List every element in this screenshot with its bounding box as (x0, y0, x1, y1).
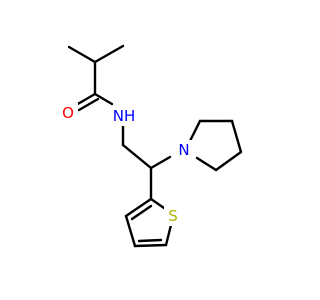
thiophene-bond-c3-c2-inner (130, 204, 153, 221)
amide-n-label-bg (106, 106, 142, 126)
thiophene-bond-c2-s (149, 197, 166, 210)
thiophene-bond-c3-c2 (124, 197, 153, 218)
pyrrolidine-bond-3 (230, 119, 243, 154)
pyrrolidine-n-atom-label: N (178, 141, 189, 159)
thiophene-bond-c5-c4-inner (137, 238, 163, 243)
bond-carbonyl-o-1 (74, 92, 97, 107)
pyrrolidine-n-label-bg (174, 140, 194, 160)
thiophene-s-atom-label: S (168, 207, 178, 225)
bond-ch2-ch (121, 143, 153, 170)
amide-nh-atom-label: NH (113, 107, 136, 125)
bonds (67, 44, 243, 248)
pyrrolidine-bond-4 (214, 150, 243, 172)
molecule-structure: O NH N S (58, 44, 243, 248)
oxygen-label-bg (58, 103, 78, 123)
bond-carbonyl-o-2 (77, 97, 100, 112)
thiophene-s-label-bg (164, 206, 182, 226)
bond-methyl-left (67, 45, 97, 64)
thiophene-bond-s-c5 (164, 223, 173, 247)
thiophene-bond-c5-c4 (133, 243, 168, 248)
bond-ch-pyrrolidine-n (149, 155, 172, 170)
bond-methyl-right (93, 44, 125, 64)
molecule-diagram: O NH N S (58, 44, 243, 248)
pyrrolidine-bond-5 (195, 156, 218, 172)
bond-carbonyl-nh (93, 92, 114, 106)
oxygen-atom-label: O (62, 104, 74, 122)
atom-labels: O NH N S (58, 103, 194, 226)
thiophene-bond-c4-c3 (124, 214, 137, 248)
